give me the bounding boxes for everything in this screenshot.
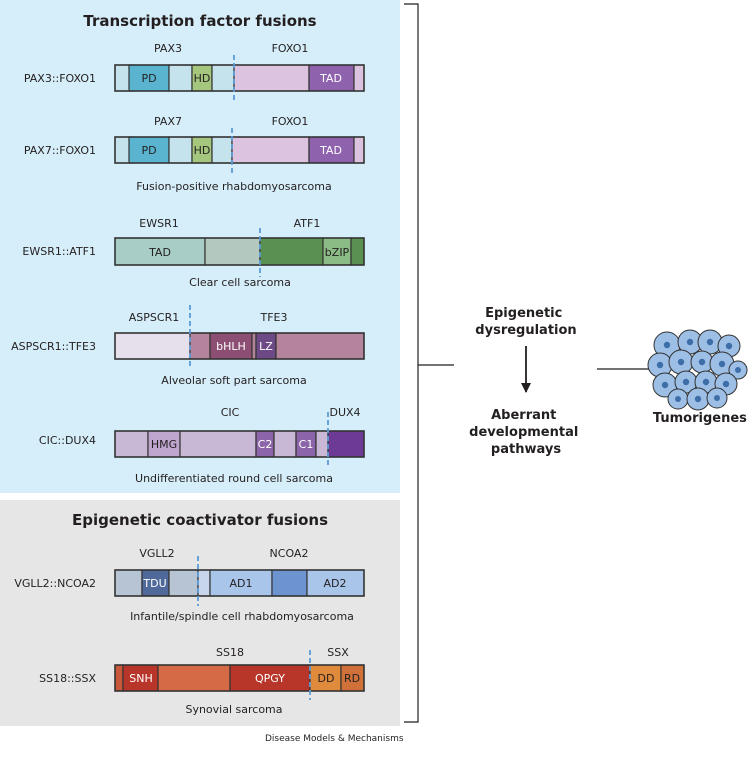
domain-label-tad: TAD <box>148 246 171 259</box>
domain-label-bzip: bZIP <box>325 246 350 259</box>
fusion-aspscr1-tfe3: ASPSCR1::TFE3 ASPSCR1 TFE3 bHLH LZ Alveo… <box>11 305 365 387</box>
domain-label-ad2: AD2 <box>324 577 347 590</box>
domain-ad2 <box>306 569 365 597</box>
fusion-vgll2-ncoa2: VGLL2::NCOA2 VGLL2 NCOA2 TDU AD1 AD2 Inf… <box>14 547 365 623</box>
fusion-ss18-ssx: SS18::SSX SS18 SSX SNH QPGY DD RD Synovi… <box>39 646 365 716</box>
left-gene-label: PAX3 <box>154 42 182 55</box>
domain-label-hmg: HMG <box>151 438 177 451</box>
fusion-pax7-foxo1: PAX7::FOXO1 PAX7 FOXO1 PD HD TAD Fusion-… <box>24 115 365 193</box>
tumor-cells-cluster <box>647 329 748 411</box>
fusion-pax3-foxo1: PAX3::FOXO1 PAX3 FOXO1 PD HD TAD <box>24 42 365 101</box>
domain-label-qpgy: QPGY <box>255 672 285 685</box>
disease-caption: Undifferentiated round cell sarcoma <box>135 472 333 485</box>
aberrant-pathways-label: Aberrant developmental pathways <box>469 408 583 457</box>
right-gene-label: SSX <box>327 646 349 659</box>
disease-caption: Alveolar soft part sarcoma <box>161 374 306 387</box>
left-gene-label: SS18 <box>216 646 244 659</box>
domain-label-snh: SNH <box>129 672 152 685</box>
domain-label-ad1: AD1 <box>230 577 253 590</box>
tf-panel-title: Transcription factor fusions <box>83 12 317 30</box>
source-credit: Disease Models & Mechanisms <box>265 734 404 744</box>
domain-tad <box>308 136 355 164</box>
domain-label-c1: C1 <box>299 438 314 451</box>
domain-pd <box>128 136 170 164</box>
fusion-name-ss18-ssx: SS18::SSX <box>39 672 96 685</box>
fusion-ewsr1-atf1: EWSR1::ATF1 EWSR1 ATF1 TAD bZIP Clear ce… <box>22 217 365 289</box>
fusion-name-ewsr1-atf1: EWSR1::ATF1 <box>22 245 96 258</box>
domain-label-pd: PD <box>141 72 156 85</box>
tumorigenesis-label: Tumorigenesis <box>653 411 748 426</box>
right-gene-label: FOXO1 <box>272 115 309 128</box>
disease-caption: Fusion-positive rhabdomyosarcoma <box>136 180 331 193</box>
domain-label-rd: RD <box>344 672 360 685</box>
disease-caption: Clear cell sarcoma <box>189 276 291 289</box>
fusion-name-pax3-foxo1: PAX3::FOXO1 <box>24 72 96 85</box>
fusion-name-aspscr1-tfe3: ASPSCR1::TFE3 <box>11 340 96 353</box>
left-gene-label: VGLL2 <box>139 547 174 560</box>
ec-panel-title: Epigenetic coactivator fusions <box>71 511 329 529</box>
fusion-name-cic-dux4: CIC::DUX4 <box>39 434 96 447</box>
right-gene-label: NCOA2 <box>270 547 309 560</box>
domain-label-c2: C2 <box>258 438 273 451</box>
left-gene-label: CIC <box>221 406 240 419</box>
fusions-bracket <box>404 3 419 723</box>
left-gene-label: ASPSCR1 <box>129 311 179 324</box>
right-gene-label: DUX4 <box>329 406 360 419</box>
right-gene-label: TFE3 <box>260 311 288 324</box>
fusion-name-vgll2-ncoa2: VGLL2::NCOA2 <box>14 577 96 590</box>
left-gene-label: EWSR1 <box>139 217 178 230</box>
domain-label-pd: PD <box>141 144 156 157</box>
left-gene-label: PAX7 <box>154 115 182 128</box>
epigenetic-dysregulation-label: Epigenetic dysregulation <box>475 306 576 338</box>
domain-label-hd: HD <box>194 144 211 157</box>
domain-label-dd: DD <box>318 672 335 685</box>
domain-ad1 <box>209 569 273 597</box>
domain-label-lz: LZ <box>259 340 273 353</box>
right-gene-label: ATF1 <box>294 217 321 230</box>
right-gene-label: FOXO1 <box>272 42 309 55</box>
domain-label-bhlh: bHLH <box>216 340 246 353</box>
fusion-cic-dux4: CIC::DUX4 CIC DUX4 HMG C2 C1 Undifferent… <box>39 406 365 485</box>
fusion-name-pax7-foxo1: PAX7::FOXO1 <box>24 144 96 157</box>
domain-label-tdu: TDU <box>142 577 166 590</box>
domain-label-tad: TAD <box>319 72 342 85</box>
domain-label-tad: TAD <box>319 144 342 157</box>
domain-label-hd: HD <box>194 72 211 85</box>
disease-caption: Infantile/spindle cell rhabdomyosarcoma <box>130 610 354 623</box>
disease-caption: Synovial sarcoma <box>185 703 282 716</box>
